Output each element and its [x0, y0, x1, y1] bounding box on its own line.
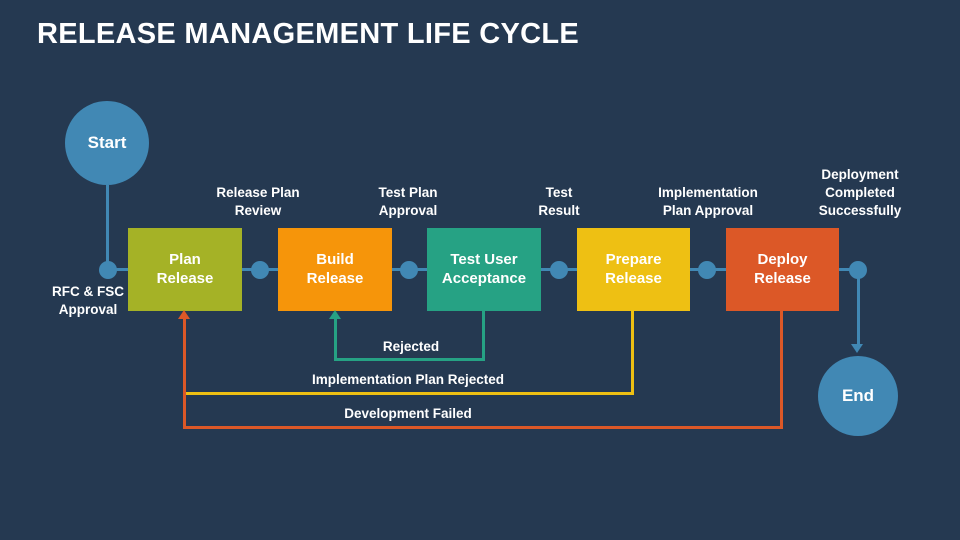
start-node: Start	[65, 101, 149, 185]
page-title: RELEASE MANAGEMENT LIFE CYCLE	[37, 18, 579, 50]
start-label: Start	[87, 133, 127, 152]
rejected-arrowhead-icon	[329, 310, 341, 319]
stage-plan-release: Plan Release	[128, 228, 242, 311]
stage-test-user-acceptance: Test User Acceptance	[427, 228, 541, 311]
stage-build-release: Build Release	[278, 228, 392, 311]
label-implementation-plan-approval: Implementation Plan Approval	[658, 185, 758, 218]
label-implementation-plan-rejected: Implementation Plan Rejected	[311, 372, 505, 387]
rejected-line-horizontal	[334, 358, 485, 361]
junction-dot	[400, 261, 418, 279]
label-release-plan-review: Release Plan Review	[216, 185, 300, 218]
junction-dot	[698, 261, 716, 279]
label-rejected: Rejected	[382, 339, 440, 354]
stage-deploy-release: Deploy Release	[726, 228, 839, 311]
end-label: End	[841, 386, 875, 405]
rejected-line-down	[482, 311, 485, 361]
junction-dot	[251, 261, 269, 279]
label-test-plan-approval: Test Plan Approval	[378, 185, 438, 218]
end-connector-line	[857, 270, 860, 346]
label-deployment-completed-successfully: Deployment Completed Successfully	[818, 167, 902, 218]
end-node: End	[818, 356, 898, 436]
end-arrowhead-icon	[851, 344, 863, 353]
junction-dot	[99, 261, 117, 279]
label-test-result: Test Result	[538, 185, 580, 218]
label-rfc-fsc-approval: RFC & FSC Approval	[52, 284, 124, 317]
junction-dot	[550, 261, 568, 279]
dev-failed-line-down	[780, 311, 783, 429]
impl-rejected-line-horizontal	[185, 392, 634, 395]
dev-failed-arrowhead-icon	[178, 310, 190, 319]
impl-rejected-line-down	[631, 311, 634, 395]
label-development-failed: Development Failed	[344, 406, 472, 421]
rejected-line-up	[334, 317, 337, 361]
dev-failed-line-horizontal	[183, 426, 783, 429]
dev-failed-line-up	[183, 317, 186, 429]
start-connector-line	[106, 185, 109, 270]
stage-prepare-release: Prepare Release	[577, 228, 690, 311]
junction-dot	[849, 261, 867, 279]
